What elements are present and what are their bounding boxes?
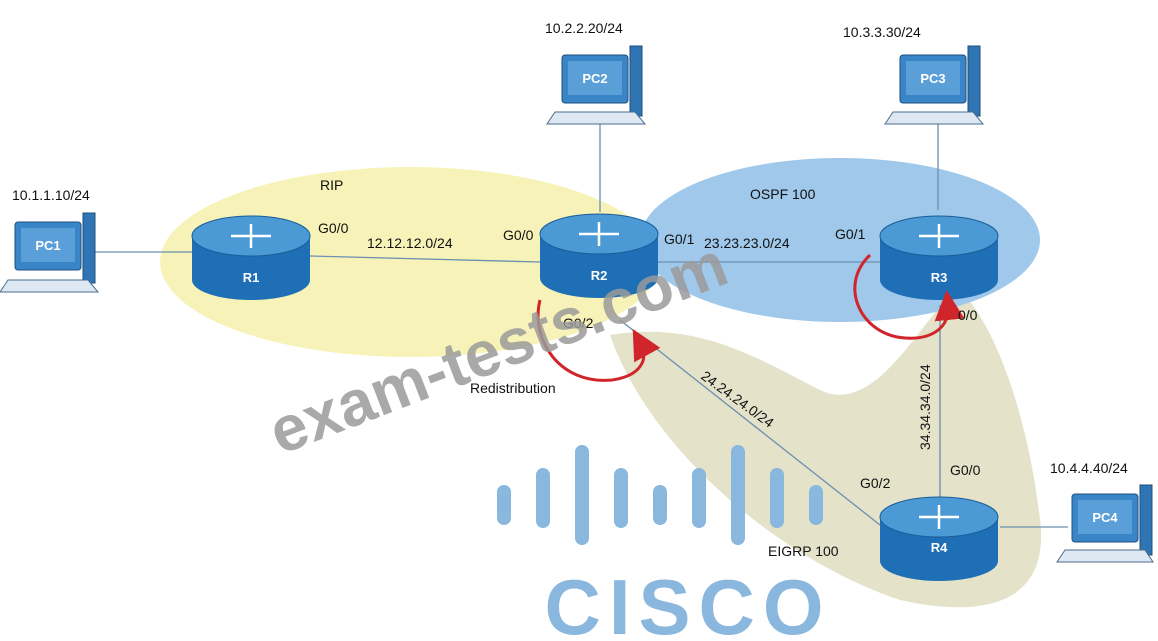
link-r1-r2	[309, 255, 541, 263]
rip-zone	[160, 167, 660, 357]
pc3-label: PC3	[920, 71, 945, 86]
r3-router-icon: R3	[879, 215, 999, 300]
pc1-ip-label: 10.1.1.10/24	[12, 187, 90, 203]
link-r3-r4-subnet-label: 34.34.34.0/24	[917, 364, 933, 450]
r1-g00-label: G0/0	[318, 220, 349, 236]
r2-redistribution-arrow	[536, 299, 661, 382]
r2-g02-label: G0/2	[563, 315, 594, 331]
pc2-computer-icon: PC2	[546, 45, 647, 125]
pc2-ip-label: 10.2.2.20/24	[545, 20, 623, 36]
r3-label: R3	[931, 270, 948, 285]
r2-router-icon: R2	[539, 213, 659, 298]
cisco-logo-text: CISCO	[544, 563, 831, 641]
r2-label: R2	[591, 268, 608, 283]
pc4-label: PC4	[1092, 510, 1118, 525]
pc1-label: PC1	[35, 238, 60, 253]
pc4-computer-icon: PC4	[1056, 484, 1154, 563]
link-r2-r3-subnet-label: 23.23.23.0/24	[704, 235, 790, 251]
r2-g01-label: G0/1	[664, 231, 695, 247]
r4-g02-label: G0/2	[860, 475, 891, 491]
rip-domain-label: RIP	[320, 177, 343, 193]
r4-g00-label: G0/0	[950, 462, 981, 478]
cisco-logo	[497, 445, 823, 545]
pc3-computer-icon: PC3	[884, 45, 985, 125]
eigrp-domain-label: EIGRP 100	[768, 543, 839, 559]
r2-g00-label: G0/0	[503, 227, 534, 243]
pc2-label: PC2	[582, 71, 607, 86]
link-r2-r4	[619, 319, 881, 526]
r3-g00-label: 0/0	[958, 307, 978, 323]
r4-router-icon: R4	[879, 496, 999, 581]
r4-label: R4	[931, 540, 948, 555]
pc1-computer-icon: PC1	[0, 212, 100, 293]
r1-label: R1	[243, 270, 260, 285]
pc3-ip-label: 10.3.3.30/24	[843, 24, 921, 40]
r1-router-icon: R1	[191, 215, 311, 300]
redistribution-label: Redistribution	[470, 380, 556, 396]
pc4-ip-label: 10.4.4.40/24	[1050, 460, 1128, 476]
r3-g01-label: G0/1	[835, 226, 866, 242]
ospf-domain-label: OSPF 100	[750, 186, 816, 202]
r3-redistribution-arrow	[853, 253, 965, 340]
link-r1-r2-subnet-label: 12.12.12.0/24	[367, 235, 453, 251]
